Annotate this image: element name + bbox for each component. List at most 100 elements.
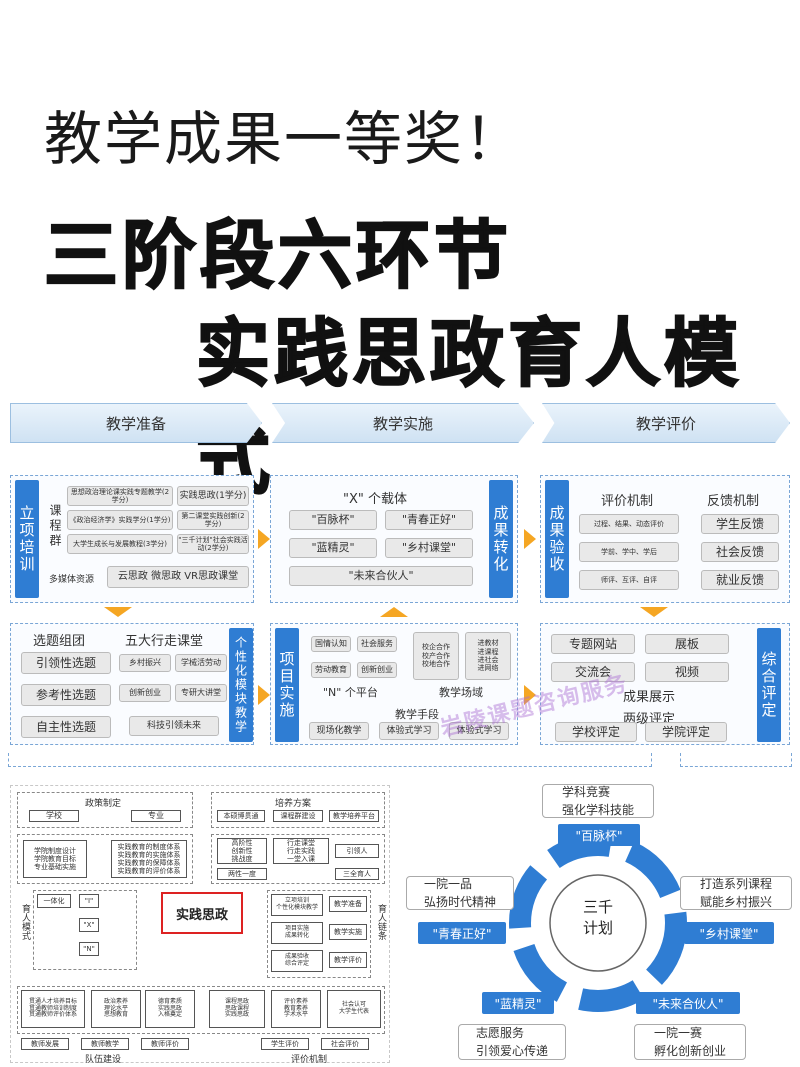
policy-box: 学校	[29, 810, 79, 822]
prep-top-panel: 立项培训 课程群 思想政治理论课实践专题教学(2学分) 实践思政(1学分) 《政…	[10, 475, 254, 603]
field-label: 教学场域	[439, 686, 483, 699]
topic-item: 引领性选题	[21, 652, 111, 674]
policy-detail: 实践教育的制度体系 实践教育的实施体系 实践教育的保障体系 实践教育的评价体系	[111, 840, 187, 878]
bracket-line	[680, 753, 792, 767]
footer-label: 队伍建设	[85, 1055, 122, 1065]
impl-bottom-panel: 项目实施 国情认知 社会服务 劳动教育 创新创业 "N" 个平台 校企合作 校产…	[270, 623, 518, 745]
carrier-heading: "X" 个载体	[343, 492, 407, 507]
team-detail: 贯通人才培养目标 贯通教师培训制度 贯通教师评价体系	[21, 990, 85, 1028]
plan-box: 课程群建设	[273, 810, 323, 822]
resources-label: 多媒体资源	[49, 575, 95, 585]
chain-stage: 教学评价	[329, 952, 367, 968]
classroom-item: 学械活劳动	[175, 654, 227, 672]
carrier-item: "蓝精灵"	[289, 538, 377, 558]
impl-bottom-vbar: 项目实施	[275, 628, 299, 742]
prep-bottom-panel: 选题组团 引领性选题 参考性选题 自主性选题 五大行走课堂 乡村振兴 学械活劳动…	[10, 623, 254, 745]
classroom-item: 创新创业	[119, 684, 171, 702]
carrier-item: "乡村课堂"	[385, 538, 473, 558]
wheel-pill: "未来合伙人"	[636, 992, 740, 1014]
policy-label: 政策制定	[85, 799, 122, 809]
title-line-3: 实践思政育人模式	[195, 310, 742, 505]
team-detail: 德育素质 实践思政 入格奠定	[145, 990, 195, 1028]
wheel-pill: "蓝精灵"	[482, 992, 554, 1014]
wheel-box: 打造系列课程 赋能乡村振兴	[680, 876, 792, 910]
practice-framework-diagram: 政策制定 学校 专业 培养方案 本硕博贯通 课程群建设 教学培养平台 学院制度设…	[10, 785, 390, 1065]
title-line-2: 三阶段六环节	[43, 212, 512, 300]
feedback-item: 社会反馈	[701, 542, 779, 562]
classroom-label: 五大行走课堂	[125, 634, 204, 649]
side-left-label: 育人模式	[20, 904, 30, 940]
platform-label: "N" 个平台	[323, 686, 378, 699]
showcase-label: 成果展示	[623, 690, 676, 705]
eval-detail: 评价素养 教育素养 学术水平	[271, 990, 321, 1028]
group-frame	[211, 792, 385, 828]
topic-item: 参考性选题	[21, 684, 111, 706]
wheel-box: 一院一品 弘扬时代精神	[406, 876, 514, 910]
plan-detail: 高阶性 创新性 挑战度	[217, 838, 267, 864]
stage-teaching-eval: 教学评价	[542, 403, 790, 443]
policy-detail: 学院制度设计 学院教育目标 专业基础实施	[23, 840, 87, 878]
prep-top-vbar: 立项培训	[15, 480, 39, 598]
wheel-center: 三千计划	[582, 898, 613, 937]
eval-bottom-vbar: 综合评定	[757, 628, 781, 742]
feedback-item: 学生反馈	[701, 514, 779, 534]
platform-item: 社会服务	[357, 636, 397, 652]
three-thousand-plan-diagram: 三千计划 学科竞赛 强化学科技能 一院一品 弘扬时代精神 打造系列课程 赋能乡村…	[400, 780, 800, 1067]
wheel-box: 一院一赛 孵化创新创业	[634, 1024, 746, 1060]
practice-politics-center: 实践思政	[161, 892, 243, 934]
carrier-item: "未来合伙人"	[289, 566, 473, 586]
wheel-box: 志愿服务 引领爱心传递	[458, 1024, 566, 1060]
flow-arrow	[258, 529, 270, 549]
flow-arrow	[258, 685, 270, 705]
plan-detail: 引领人	[335, 844, 379, 858]
eval-mech-item: 师评、互评、自评	[579, 570, 679, 590]
prep-bottom-vbar: 个性化模块教学	[229, 628, 253, 742]
plan-detail: 三全育人	[335, 868, 379, 880]
course-cell: 大学生成长与发展教程(3学分)	[67, 534, 173, 554]
stage-teaching-prep: 教学准备	[10, 403, 262, 443]
eval-mech-label: 评价机制	[601, 494, 654, 509]
group-frame	[17, 834, 193, 884]
wheel-box: 学科竞赛 强化学科技能	[542, 784, 654, 818]
course-cell: 实践思政(1学分)	[177, 486, 249, 506]
course-cell: 《政治经济学》实践学分(1学分)	[67, 510, 173, 530]
means-item: 体验式学习	[379, 722, 439, 740]
resources-value: 云思政 微思政 VR思政课堂	[107, 566, 249, 588]
plan-detail: 两性一度	[217, 868, 267, 880]
group-frame	[17, 986, 385, 1034]
flow-arrow	[524, 685, 536, 705]
footer-label: 评价机制	[291, 1055, 328, 1065]
mode-item: "I"	[79, 894, 99, 908]
showcase-item: 交流会	[551, 662, 635, 682]
topic-label: 选题组团	[33, 634, 86, 649]
chain-stage: 教学实施	[329, 924, 367, 940]
plan-detail: 行走课堂 行走实践 一堂入课	[273, 838, 329, 864]
mode-item: "X"	[79, 918, 99, 932]
wheel-pill: "百脉杯"	[558, 824, 640, 846]
wheel-pill: "乡村课堂"	[684, 922, 774, 944]
impl-top-panel: "X" 个载体 "百脉杯" "青春正好" "蓝精灵" "乡村课堂" "未来合伙人…	[270, 475, 518, 603]
showcase-item: 视频	[645, 662, 729, 682]
showcase-item: 专题网站	[551, 634, 635, 654]
feedback-label: 反馈机制	[707, 494, 760, 509]
rating-item: 学校评定	[555, 722, 637, 742]
footer-box: 教师教学	[81, 1038, 129, 1050]
chain-item: 成果验收 综合评定	[271, 950, 323, 972]
field-item: 校企合作 校产合作 校地合作	[413, 632, 459, 680]
means-item: 体验式学习	[449, 722, 509, 740]
rating-item: 学院评定	[645, 722, 727, 742]
footer-box: 社会评价	[321, 1038, 369, 1050]
footer-box: 学生评价	[261, 1038, 309, 1050]
classroom-item: 专研大讲堂	[175, 684, 227, 702]
impl-top-vbar: 成果转化	[489, 480, 513, 598]
title-line-1: 教学成果一等奖！	[44, 105, 525, 173]
flow-arrow	[640, 607, 668, 617]
carrier-item: "百脉杯"	[289, 510, 377, 530]
model-diagram: 教学准备 教学实施 教学评价 立项培训 课程群 思想政治理论课实践专题教学(2学…	[0, 395, 800, 775]
carrier-item: "青春正好"	[385, 510, 473, 530]
eval-mech-item: 过程、结果、动态评价	[579, 514, 679, 534]
stage-teaching-impl: 教学实施	[272, 403, 534, 443]
showcase-item: 展板	[645, 634, 729, 654]
mode-item: 一体化	[37, 894, 71, 908]
flow-arrow	[380, 607, 408, 617]
